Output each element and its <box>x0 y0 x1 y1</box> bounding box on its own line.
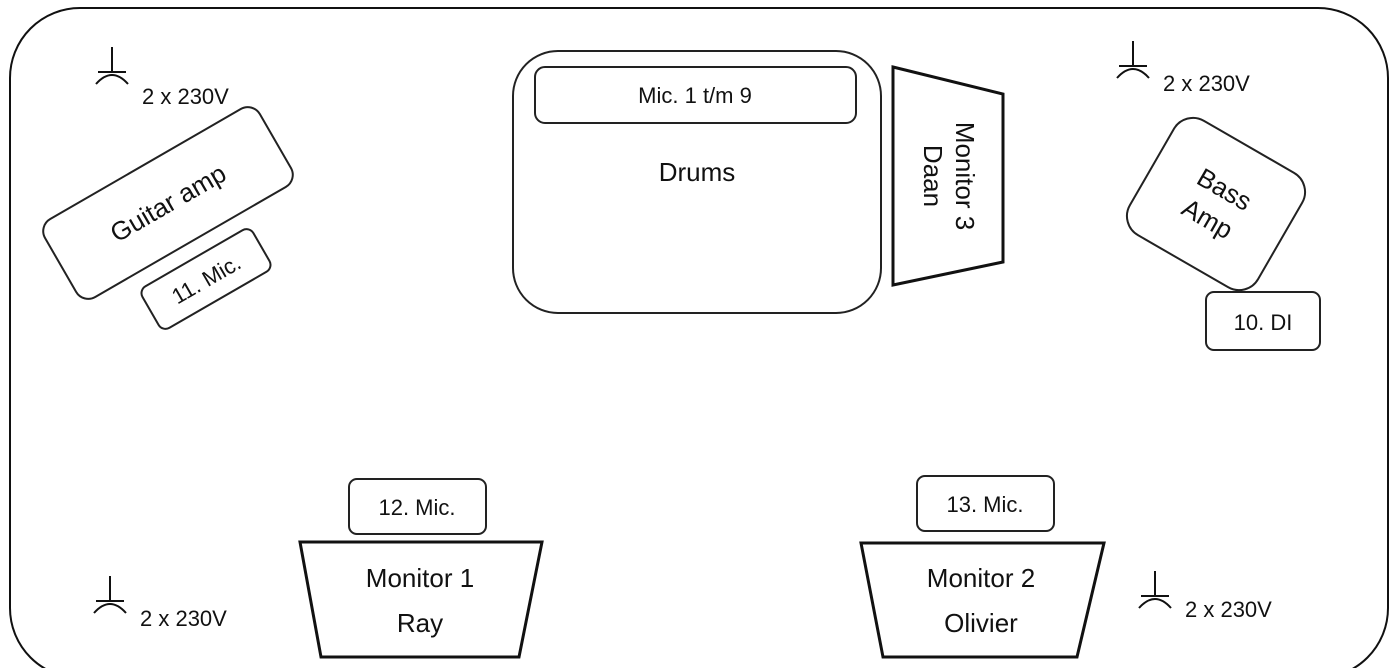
monitor-1-mic-box <box>348 478 487 535</box>
drum-mic-box <box>534 66 857 124</box>
outlet-label-bottom-left: 2 x 230V <box>140 606 227 631</box>
monitor-2-mic-label: 13. Mic. <box>946 492 1023 517</box>
outlet-label-bottom-right: 2 x 230V <box>1185 597 1272 622</box>
monitor-3-name: Daan <box>918 145 948 207</box>
power-outlet-icon <box>93 576 127 614</box>
outlet-label-top-left: 2 x 230V <box>142 84 229 109</box>
monitor-2-wedge <box>859 541 1106 659</box>
monitor-3-label: Monitor 3 <box>950 122 980 230</box>
bass-di-box <box>1205 291 1321 351</box>
power-outlet-icon <box>1138 571 1172 609</box>
guitar-mic-box <box>140 228 272 330</box>
stage-outline <box>9 7 1389 668</box>
drums-label: Drums <box>659 157 736 187</box>
monitor-1-mic-label: 12. Mic. <box>378 495 455 520</box>
monitor-1-name: Ray <box>397 608 443 638</box>
monitor-2-name: Olivier <box>944 608 1018 638</box>
drum-mic-label: Mic. 1 t/m 9 <box>638 83 752 108</box>
guitar-amp <box>42 106 294 300</box>
power-outlet-icon <box>1116 41 1150 79</box>
monitor-2-mic-box <box>916 475 1055 532</box>
power-outlet-icon <box>95 47 129 85</box>
monitor-2-label: Monitor 2 <box>927 563 1035 593</box>
monitor-1-wedge <box>298 540 544 659</box>
monitor-3-wedge <box>891 65 1005 287</box>
monitor-1-label: Monitor 1 <box>366 563 474 593</box>
bass-di-label: 10. DI <box>1234 310 1293 335</box>
bass-amp <box>1125 116 1307 292</box>
outlet-label-top-right: 2 x 230V <box>1163 71 1250 96</box>
